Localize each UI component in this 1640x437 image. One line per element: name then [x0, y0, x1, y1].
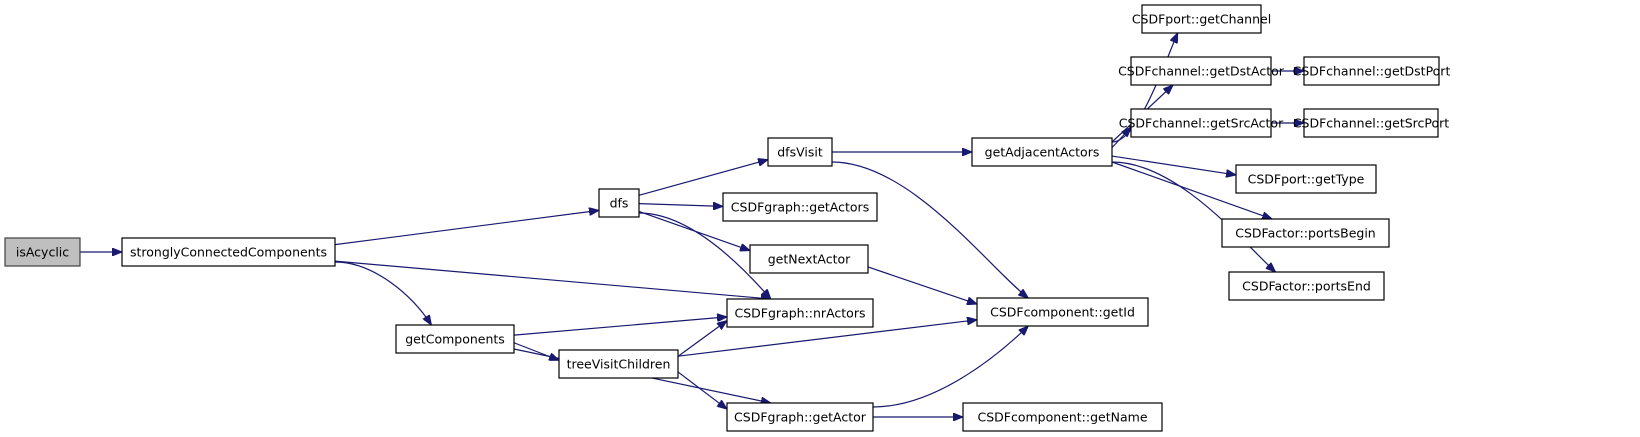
node-portsBegin[interactable]: CSDFactor::portsBegin [1221, 218, 1390, 248]
node-label: CSDFcomponent::getName [977, 410, 1147, 425]
node-getDstActor[interactable]: CSDFchannel::getDstActor [1118, 56, 1285, 86]
node-isAcyclic[interactable]: isAcyclic [4, 237, 81, 267]
node-label: treeVisitChildren [567, 357, 671, 372]
node-label: stronglyConnectedComponents [130, 245, 327, 260]
node-label: CSDFchannel::getDstActor [1118, 64, 1285, 79]
node-getType[interactable]: CSDFport::getType [1235, 164, 1377, 194]
edge-getAdjacentActors-to-getSrcActor [1111, 127, 1131, 149]
edge-dfs-to-dfsVisit [638, 160, 768, 196]
node-label: getComponents [405, 332, 505, 347]
edge-getActor-to-getId [872, 326, 1028, 408]
edge-dfs-to-getActors [638, 204, 723, 207]
node-treeVisitChildren[interactable]: treeVisitChildren [558, 349, 679, 379]
node-box[interactable] [1228, 271, 1385, 301]
node-box[interactable] [722, 192, 878, 222]
node-box[interactable] [395, 324, 515, 354]
node-box[interactable] [1221, 218, 1390, 248]
edge-getComponents-to-nrActors [513, 317, 727, 336]
node-label: dfsVisit [777, 145, 823, 160]
node-box[interactable] [1303, 56, 1440, 86]
node-box[interactable] [767, 137, 833, 167]
node-label: isAcyclic [16, 245, 69, 260]
node-label: CSDFactor::portsBegin [1235, 226, 1376, 241]
node-box[interactable] [1303, 108, 1439, 138]
node-label: getAdjacentActors [985, 145, 1100, 160]
node-box[interactable] [121, 237, 336, 267]
node-box[interactable] [1235, 164, 1377, 194]
edge-getAdjacentActors-to-portsBegin [1111, 161, 1272, 219]
node-label: CSDFport::getChannel [1132, 12, 1271, 27]
node-box[interactable] [726, 402, 874, 432]
node-portsEnd[interactable]: CSDFactor::portsEnd [1228, 271, 1385, 301]
node-getChannel[interactable]: CSDFport::getChannel [1132, 4, 1271, 34]
edge-treeVisitChildren-to-nrActors [677, 321, 727, 357]
edge-treeVisitChildren-to-getActor [677, 371, 727, 409]
edge-scc-to-getComponents [334, 261, 431, 325]
node-label: CSDFgraph::getActors [731, 200, 869, 215]
node-box[interactable] [1130, 108, 1272, 138]
node-box[interactable] [1130, 56, 1272, 86]
node-label: CSDFactor::portsEnd [1242, 279, 1371, 294]
node-nrActors[interactable]: CSDFgraph::nrActors [726, 298, 874, 328]
node-label: CSDFchannel::getSrcActor [1119, 116, 1284, 131]
node-getActors[interactable]: CSDFgraph::getActors [722, 192, 878, 222]
edge-scc-to-nrActors [334, 260, 771, 299]
node-box[interactable] [749, 244, 869, 274]
node-label: CSDFcomponent::getId [990, 305, 1135, 320]
node-getNextActor[interactable]: getNextActor [749, 244, 869, 274]
node-getSrcPort[interactable]: CSDFchannel::getSrcPort [1293, 108, 1449, 138]
node-getSrcActor[interactable]: CSDFchannel::getSrcActor [1119, 108, 1284, 138]
node-dfsVisit[interactable]: dfsVisit [767, 137, 833, 167]
node-box[interactable] [558, 349, 679, 379]
node-getActor[interactable]: CSDFgraph::getActor [726, 402, 874, 432]
node-getAdjacentActors[interactable]: getAdjacentActors [971, 137, 1113, 167]
node-label: CSDFgraph::nrActors [735, 306, 866, 321]
node-box[interactable] [726, 298, 874, 328]
node-label: getNextActor [768, 252, 851, 267]
nodes-layer: isAcyclic stronglyConnectedComponents dfs g… [4, 4, 1451, 432]
node-box[interactable] [976, 297, 1149, 327]
node-getComponents[interactable]: getComponents [395, 324, 515, 354]
node-label: dfs [610, 196, 629, 211]
node-getName[interactable]: CSDFcomponent::getName [962, 402, 1163, 432]
edge-getNextActor-to-getId [867, 266, 977, 304]
edge-scc-to-dfs [334, 210, 599, 246]
node-label: CSDFport::getType [1248, 172, 1365, 187]
edge-treeVisitChildren-to-getId [677, 320, 977, 357]
node-getDstPort[interactable]: CSDFchannel::getDstPort [1293, 56, 1451, 86]
node-label: CSDFgraph::getActor [734, 410, 867, 425]
node-box[interactable] [962, 402, 1163, 432]
node-label: CSDFchannel::getSrcPort [1293, 116, 1449, 131]
node-box[interactable] [4, 237, 81, 267]
edge-getAdjacentActors-to-portsEnd [1111, 161, 1276, 272]
node-box[interactable] [971, 137, 1113, 167]
node-dfs[interactable]: dfs [598, 188, 640, 218]
node-getId[interactable]: CSDFcomponent::getId [976, 297, 1149, 327]
edge-dfsVisit-to-getId [831, 161, 1028, 298]
node-box[interactable] [598, 188, 640, 218]
edges-layer [80, 33, 1304, 417]
edge-getAdjacentActors-to-getType [1111, 155, 1236, 175]
edge-dfs-to-nrActors [638, 212, 771, 299]
node-box[interactable] [1141, 4, 1262, 34]
node-label: CSDFchannel::getDstPort [1293, 64, 1451, 79]
node-scc[interactable]: stronglyConnectedComponents [121, 237, 336, 267]
